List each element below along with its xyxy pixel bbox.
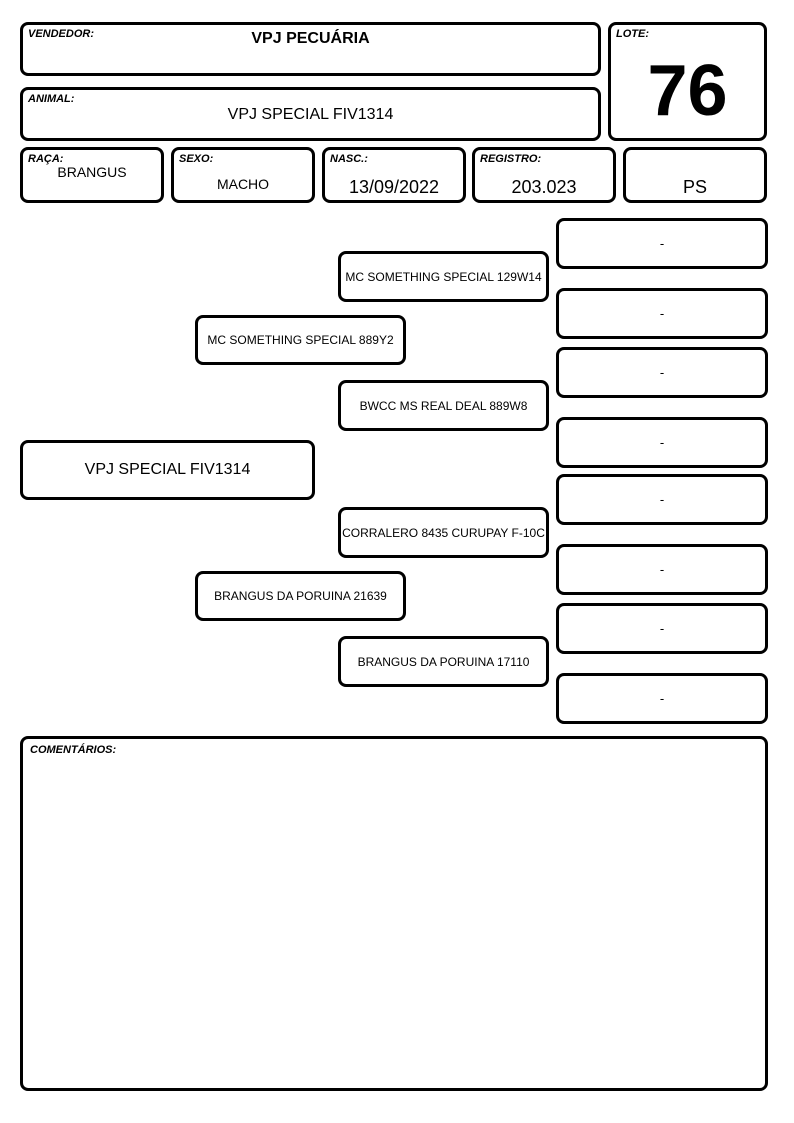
- pedigree-sire-sire: MC SOMETHING SPECIAL 129W14: [338, 251, 549, 302]
- nasc-box: NASC.: 13/09/2022: [322, 147, 466, 203]
- nasc-label: NASC.:: [330, 153, 368, 165]
- lote-box: LOTE: 76: [608, 22, 767, 141]
- registro-label: REGISTRO:: [480, 153, 542, 165]
- categoria-value: PS: [682, 177, 707, 197]
- sexo-label: SEXO:: [179, 153, 214, 165]
- pedigree-great-grandparent-5: -: [556, 474, 768, 525]
- comments-label: COMENTÁRIOS:: [30, 744, 117, 756]
- registro-value: 203.023: [511, 177, 577, 197]
- sexo-box: SEXO: MACHO: [171, 147, 315, 203]
- raca-value: BRANGUS: [57, 164, 127, 180]
- pedigree-great-grandparent-7: -: [556, 603, 768, 654]
- pedigree-great-grandparent-4: -: [556, 417, 768, 468]
- pedigree-great-grandparent-8: -: [556, 673, 768, 724]
- nasc-value: 13/09/2022: [348, 177, 440, 197]
- vendedor-box: VENDEDOR: VPJ PECUÁRIA: [20, 22, 601, 76]
- raca-label: RAÇA:: [28, 153, 64, 165]
- pedigree-great-grandparent-1: -: [556, 218, 768, 269]
- lote-number: 76: [647, 51, 728, 131]
- sexo-value: MACHO: [216, 176, 270, 192]
- animal-value: VPJ SPECIAL FIV1314: [227, 106, 394, 123]
- pedigree-dam: BRANGUS DA PORUINA 21639: [195, 571, 406, 621]
- comments-box[interactable]: COMENTÁRIOS:: [20, 736, 768, 1091]
- raca-box: RAÇA: BRANGUS: [20, 147, 164, 203]
- lote-label: LOTE:: [616, 28, 649, 40]
- pedigree-sire-dam: BWCC MS REAL DEAL 889W8: [338, 380, 549, 431]
- categoria-box: PS: [623, 147, 767, 203]
- vendedor-value: VPJ PECUÁRIA: [251, 30, 370, 47]
- pedigree-great-grandparent-6: -: [556, 544, 768, 595]
- pedigree-sire: MC SOMETHING SPECIAL 889Y2: [195, 315, 406, 365]
- animal-box: ANIMAL: VPJ SPECIAL FIV1314: [20, 87, 601, 141]
- vendedor-label: VENDEDOR:: [28, 28, 95, 40]
- pedigree-dam-sire: CORRALERO 8435 CURUPAY F-10C: [338, 507, 549, 558]
- pedigree-great-grandparent-3: -: [556, 347, 768, 398]
- animal-label: ANIMAL:: [28, 93, 75, 105]
- pedigree-animal: VPJ SPECIAL FIV1314: [20, 440, 315, 500]
- pedigree-great-grandparent-2: -: [556, 288, 768, 339]
- registro-box: REGISTRO: 203.023: [472, 147, 616, 203]
- pedigree-dam-dam: BRANGUS DA PORUINA 17110: [338, 636, 549, 687]
